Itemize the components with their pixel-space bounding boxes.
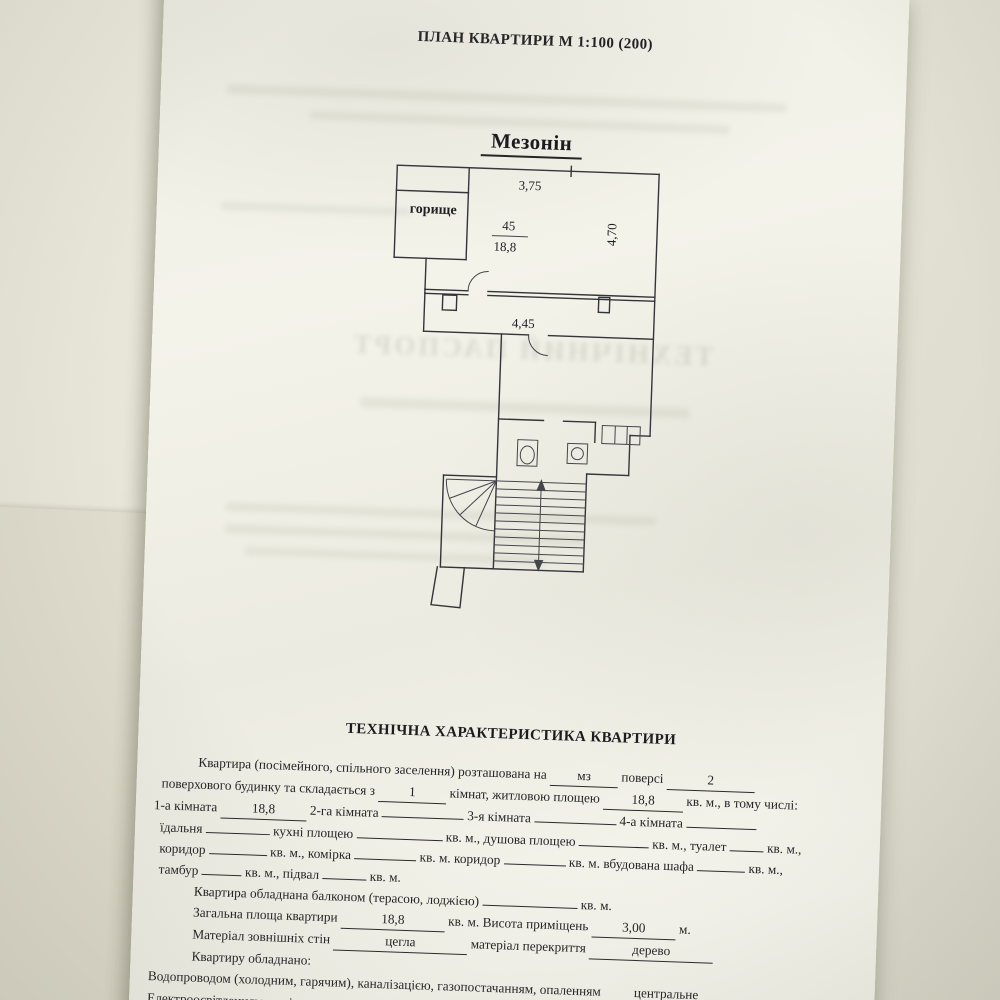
form-text: коридор — [159, 840, 206, 857]
plan-stairs — [493, 479, 587, 572]
form-text: тамбур — [158, 861, 199, 878]
form-text: поверсі — [621, 769, 664, 786]
form-text: поверхового будинку та складається з — [161, 775, 376, 798]
form-text: кв. м. коридор — [419, 849, 501, 868]
dim-right-label: 4,70 — [604, 223, 620, 246]
paper-sheet: ПЛАН КВАРТИРИ М 1:100 (200) ТЕХНІЧНИЙ ПА… — [125, 0, 910, 1000]
form-text: кв. м., туалет — [652, 836, 727, 855]
form-text: кв. м. — [369, 868, 402, 885]
dim-mid-label: 4,45 — [512, 315, 535, 331]
form-blank — [578, 831, 650, 849]
form-blank — [381, 803, 465, 820]
floor-plan: 3,75 горище 45 18,8 4,70 4,45 — [393, 164, 660, 609]
form-text: 2-га кімната — [309, 802, 379, 820]
form-text: їдальня — [159, 819, 203, 836]
form-blank — [322, 865, 367, 881]
tech-form: Квартира (посімейного, спільного заселен… — [147, 750, 864, 1000]
form-blank — [208, 840, 268, 857]
form-text: кухні площею — [272, 823, 354, 842]
attic-label: горище — [410, 202, 457, 219]
form-value: центральне — [603, 980, 729, 1000]
plan-walls — [393, 164, 660, 609]
plan-spiral-stair — [445, 478, 497, 532]
form-blank — [534, 808, 617, 826]
dim-top-label: 3,75 — [518, 177, 541, 193]
form-value: дерево — [588, 937, 714, 964]
form-text: кв. м. — [580, 897, 613, 914]
form-value: 18,8 — [220, 796, 307, 822]
form-blank — [205, 818, 271, 836]
plan-labels: 3,75 горище 45 18,8 4,70 4,45 — [410, 177, 620, 331]
form-text: кв. м. вбудована шафа — [568, 854, 695, 875]
form-text: кв. м., — [748, 860, 784, 878]
form-text: кв. м., душова площею — [445, 829, 576, 849]
tech-section-heading: ТЕХНІЧНА ХАРАКТЕРИСТИКА КВАРТИРИ — [345, 720, 677, 749]
form-text: Матеріал зовнішніх стін — [192, 926, 331, 947]
form-text: 4-а кімната — [619, 813, 684, 831]
form-blank — [356, 824, 443, 842]
form-text: Квартиру обладнано: — [191, 948, 312, 968]
form-blank — [697, 857, 746, 873]
form-value: мз — [549, 763, 619, 789]
form-text: кв. м. Висота приміщень — [447, 913, 589, 934]
form-text: Загальна площа квартири — [192, 904, 338, 925]
form-blank — [503, 850, 566, 867]
form-blank — [686, 813, 757, 831]
plan-heading-text: Мезонін — [480, 128, 583, 160]
form-text: кв. м., комірка — [269, 844, 352, 863]
form-text: 3-я кімната — [467, 808, 532, 826]
form-value: 2 — [666, 768, 756, 794]
form-text: м. — [678, 921, 692, 937]
form-text: кв. м., — [766, 840, 802, 857]
form-blank — [729, 837, 765, 853]
form-text: кв. м., підвал — [244, 864, 320, 882]
form-value: 3,00 — [591, 915, 677, 941]
form-value: 18,8 — [602, 787, 684, 813]
form-blank — [201, 860, 243, 877]
form-blank — [482, 891, 578, 909]
form-value: 1 — [377, 779, 447, 805]
form-text: матеріал перекриття — [470, 936, 587, 956]
bleedthrough-stripe — [226, 84, 787, 113]
form-blank — [354, 845, 417, 862]
form-text: кімнат, житловою площею — [449, 785, 601, 806]
document-title: ПЛАН КВАРТИРИ М 1:100 (200) — [417, 28, 654, 54]
form-value: цегла — [333, 928, 468, 956]
room-area-label: 18,8 — [493, 239, 516, 255]
form-text: кв. м., в тому числі: — [686, 793, 799, 813]
room-number-label: 45 — [502, 218, 516, 233]
form-text: 1-а кімната — [153, 797, 218, 815]
plan-fixtures — [467, 235, 641, 467]
